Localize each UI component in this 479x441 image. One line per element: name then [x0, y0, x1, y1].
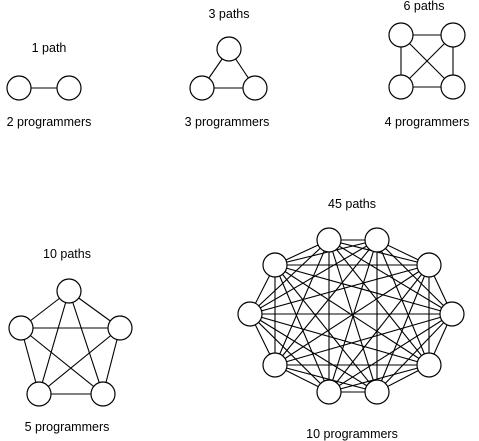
communication-path: [249, 313, 330, 393]
graph-10-programmers: 45 paths 10 programmers: [237, 197, 465, 441]
programmer-node: [364, 227, 390, 253]
programmer-node: [8, 315, 34, 341]
communication-path: [20, 327, 104, 395]
graph-2-programmers: 1 path 2 programmers: [6, 41, 92, 129]
programmer-node: [388, 74, 414, 100]
programmer-node: [440, 22, 466, 48]
paths-label: 45 paths: [328, 197, 376, 211]
communication-path: [274, 364, 378, 393]
nodes: [189, 36, 268, 101]
programmers-label: 3 programmers: [185, 115, 270, 129]
programmer-node: [6, 75, 32, 101]
nodes: [237, 227, 465, 405]
programmer-node: [262, 252, 288, 278]
communication-path: [274, 264, 453, 315]
programmer-node: [440, 74, 466, 100]
programmer-node: [364, 379, 390, 405]
communication-path: [38, 327, 121, 395]
edges: [20, 290, 121, 395]
programmer-node: [216, 36, 242, 62]
communication-path: [68, 290, 104, 395]
communication-path: [328, 239, 453, 315]
communication-path: [328, 264, 430, 393]
communication-path: [328, 239, 430, 266]
nodes: [388, 22, 466, 100]
communication-path: [38, 290, 70, 395]
programmer-node: [416, 252, 442, 278]
communication-path: [249, 239, 378, 315]
communication-path: [328, 239, 430, 366]
nodes: [8, 278, 133, 407]
graph-3-programmers: 3 paths 3 programmers: [185, 7, 270, 129]
paths-label: 1 path: [32, 41, 67, 55]
communication-path: [274, 239, 378, 366]
communication-path: [274, 239, 378, 266]
nodes: [6, 75, 82, 101]
communication-path: [376, 239, 430, 366]
graph-5-programmers: 10 paths 5 programmers: [8, 247, 133, 434]
communication-path: [249, 313, 430, 366]
programmer-node: [439, 301, 465, 327]
graph-4-programmers: 6 paths 4 programmers: [385, 0, 470, 129]
communication-path: [376, 239, 453, 315]
communication-path: [274, 313, 453, 366]
programmer-node: [90, 381, 116, 407]
programmer-node: [242, 75, 268, 101]
communication-path: [376, 313, 453, 393]
programmer-node: [416, 352, 442, 378]
programmer-node: [388, 22, 414, 48]
programmer-node: [56, 75, 82, 101]
programmer-node: [56, 278, 82, 304]
programmer-node: [316, 227, 342, 253]
paths-label: 3 paths: [208, 7, 249, 21]
programmers-label: 10 programmers: [306, 427, 398, 441]
programmers-label: 5 programmers: [25, 420, 110, 434]
communication-path: [328, 364, 430, 393]
communication-path: [274, 239, 330, 366]
programmer-node: [262, 352, 288, 378]
programmers-label: 4 programmers: [385, 115, 470, 129]
programmer-node: [316, 379, 342, 405]
programmers-label: 2 programmers: [7, 115, 92, 129]
programmer-node: [107, 315, 133, 341]
paths-label: 6 paths: [403, 0, 444, 13]
communication-path: [274, 264, 378, 393]
programmer-node: [237, 301, 263, 327]
paths-label: 10 paths: [43, 247, 91, 261]
communication-path: [249, 239, 330, 315]
communication-path: [249, 264, 430, 315]
programmer-node: [189, 75, 215, 101]
programmer-node: [26, 381, 52, 407]
communication-path: [249, 313, 378, 393]
communication-path: [274, 264, 430, 366]
communication-path: [328, 313, 453, 393]
